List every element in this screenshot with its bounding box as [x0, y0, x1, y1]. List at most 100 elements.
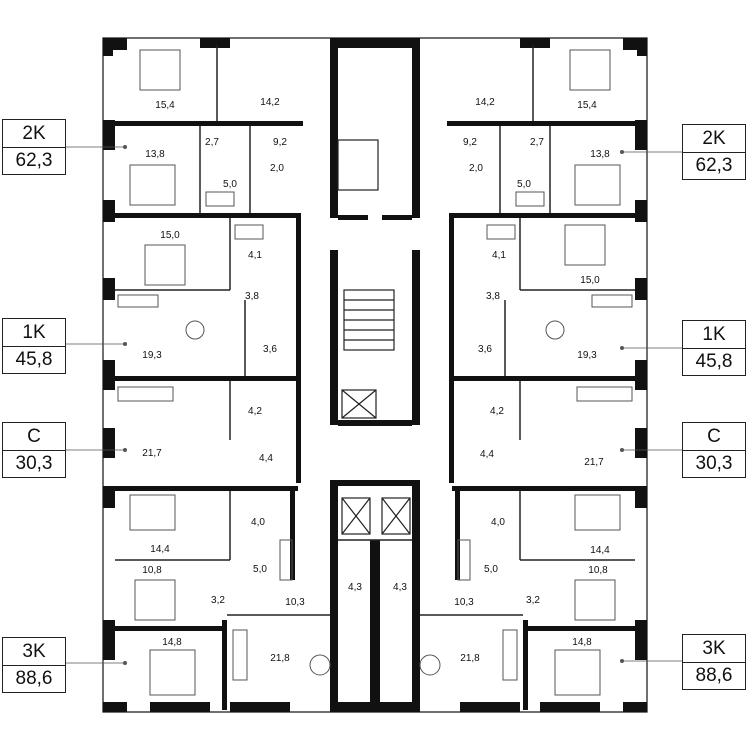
room-area-label: 19,3: [577, 350, 597, 361]
room-area-label: 19,3: [142, 350, 162, 361]
room-area-label: 3,2: [211, 595, 225, 606]
bathtub-icon: [457, 539, 471, 581]
room-area-label: 21,7: [142, 448, 162, 459]
bed-icon: [564, 224, 606, 266]
unit-type: 3K: [683, 635, 745, 663]
room-area-label: 13,8: [590, 149, 610, 160]
room-area-label: 15,0: [160, 230, 180, 241]
bed-icon: [554, 649, 601, 696]
room-area-label: 10,8: [142, 565, 162, 576]
leader-lines: [66, 144, 682, 666]
room-area-label: 14,2: [260, 97, 280, 108]
unit-type: C: [3, 423, 65, 451]
furniture: [117, 49, 633, 696]
room-area-label: 9,2: [273, 137, 287, 148]
sofa-icon: [117, 294, 159, 308]
unit-area: 88,6: [15, 668, 53, 689]
unit-area: 88,6: [695, 665, 733, 686]
room-labels: 15,4 14,2 2,7 9,2 13,8 5,0 2,0 15,0 4,1 …: [142, 97, 610, 664]
unit-card-3k-right: 3K 88,6: [682, 634, 746, 690]
unit-type: 3K: [3, 638, 65, 666]
room-area-label: 4,4: [480, 449, 494, 460]
room-area-label: 21,7: [584, 457, 604, 468]
room-area-label: 3,2: [526, 595, 540, 606]
bathtub-icon: [205, 191, 235, 207]
bed-icon: [139, 49, 181, 91]
room-area-label: 3,8: [486, 291, 500, 302]
room-area-label: 21,8: [270, 653, 290, 664]
unit-area: 30,3: [15, 453, 53, 474]
room-area-label: 4,3: [393, 582, 407, 593]
bed-icon: [129, 494, 176, 531]
room-area-label: 10,3: [285, 597, 305, 608]
room-area-label: 5,0: [253, 564, 267, 575]
room-area-label: 21,8: [460, 653, 480, 664]
table-icon: [185, 320, 205, 340]
room-area-label: 10,3: [454, 597, 474, 608]
unit-area: 62,3: [15, 150, 53, 171]
bed-icon: [144, 244, 186, 286]
room-area-label: 4,0: [251, 517, 265, 528]
bathtub-icon: [279, 539, 293, 581]
room-area-label: 15,4: [155, 100, 175, 111]
unit-card-2k-left: 2K 62,3: [2, 119, 66, 175]
bathtub-icon: [234, 224, 264, 240]
bathtub-icon: [486, 224, 516, 240]
bed-icon: [569, 49, 611, 91]
unit-card-1k-left: 1K 45,8: [2, 318, 66, 374]
room-area-label: 4,1: [492, 250, 506, 261]
room-area-label: 4,0: [491, 517, 505, 528]
room-area-label: 13,8: [145, 149, 165, 160]
room-area-label: 2,0: [469, 163, 483, 174]
table-icon: [545, 320, 565, 340]
room-area-label: 9,2: [463, 137, 477, 148]
unit-card-3k-left: 3K 88,6: [2, 637, 66, 693]
room-area-label: 2,7: [530, 137, 544, 148]
room-area-label: 15,0: [580, 275, 600, 286]
room-area-label: 4,3: [348, 582, 362, 593]
unit-card-c-left: C 30,3: [2, 422, 66, 478]
bed-icon: [574, 579, 616, 621]
unit-area: 45,8: [695, 351, 733, 372]
unit-type: 2K: [683, 125, 745, 153]
room-area-label: 5,0: [517, 179, 531, 190]
room-area-label: 4,2: [248, 406, 262, 417]
room-area-label: 14,8: [572, 637, 592, 648]
room-area-label: 14,2: [475, 97, 495, 108]
unit-area: 62,3: [695, 155, 733, 176]
room-area-label: 5,0: [484, 564, 498, 575]
sofa-icon: [502, 629, 518, 681]
room-area-label: 10,8: [588, 565, 608, 576]
unit-type: 1K: [683, 321, 745, 349]
room-area-label: 14,8: [162, 637, 182, 648]
room-area-label: 4,4: [259, 453, 273, 464]
room-area-label: 2,7: [205, 137, 219, 148]
thick-walls: [103, 38, 647, 712]
room-area-label: 3,6: [263, 344, 277, 355]
room-area-label: 3,6: [478, 344, 492, 355]
sofa-icon: [576, 386, 633, 402]
bathtub-icon: [515, 191, 545, 207]
sofa-icon: [117, 386, 174, 402]
sofa-icon: [232, 629, 248, 681]
unit-area: 45,8: [15, 349, 53, 370]
unit-card-c-right: C 30,3: [682, 422, 746, 478]
table-icon: [419, 654, 441, 676]
unit-type: 1K: [3, 319, 65, 347]
room-area-label: 14,4: [150, 544, 170, 555]
room-area-label: 4,2: [490, 406, 504, 417]
thin-walls: [115, 45, 635, 616]
bed-icon: [134, 579, 176, 621]
unit-type: 2K: [3, 120, 65, 148]
unit-area: 30,3: [695, 453, 733, 474]
unit-card-1k-right: 1K 45,8: [682, 320, 746, 376]
room-area-label: 4,1: [248, 250, 262, 261]
sofa-icon: [591, 294, 633, 308]
room-area-label: 15,4: [577, 100, 597, 111]
room-area-label: 5,0: [223, 179, 237, 190]
bed-icon: [574, 164, 621, 206]
room-area-label: 3,8: [245, 291, 259, 302]
room-area-label: 14,4: [590, 545, 610, 556]
table-icon: [309, 654, 331, 676]
